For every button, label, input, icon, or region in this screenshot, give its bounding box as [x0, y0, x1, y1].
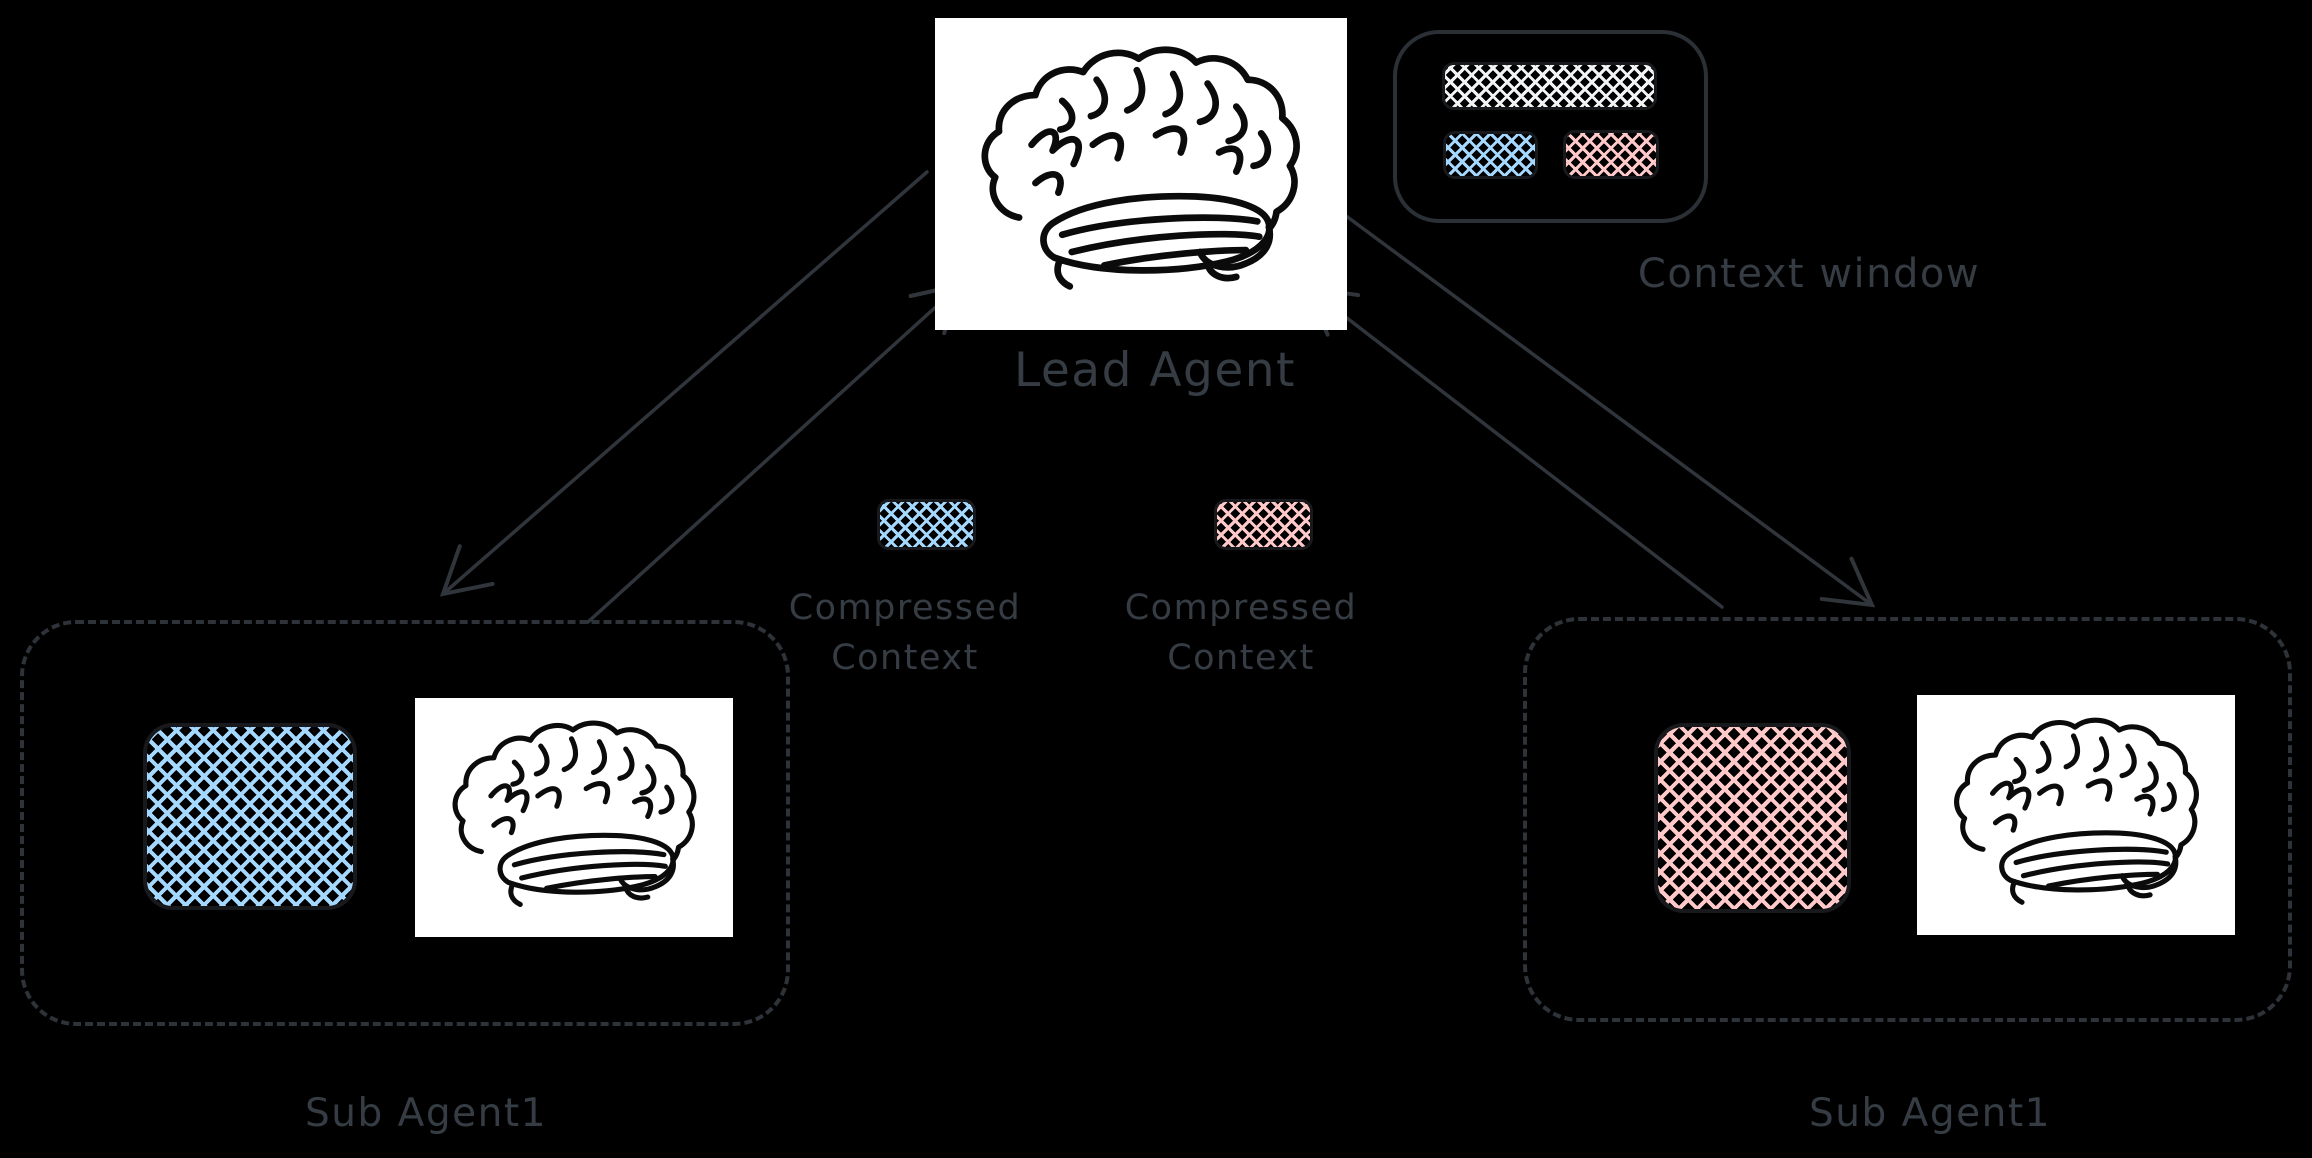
sub-agent-right-label: Sub Agent1: [1809, 1091, 2051, 1136]
arrow-subagent-right-to-lead: [1304, 285, 1724, 609]
compressed-context-pink-label: Compressed Context: [1124, 588, 1358, 678]
arrow-lead-to-subagent-left: [439, 170, 929, 597]
lead-agent-label: Lead Agent: [1014, 343, 1296, 398]
lead-agent-card: [935, 18, 1347, 330]
brain-icon: [1927, 705, 2226, 926]
arrow-subagent-left-to-lead: [586, 282, 964, 624]
brain-icon: [947, 30, 1334, 317]
blue-context-chunk: [1443, 131, 1538, 179]
pink-context-chunk: [1563, 130, 1659, 179]
compressed-context-pink-chip: [1214, 499, 1313, 550]
compressed-context-blue-chip: [877, 499, 976, 550]
sub-agent-right-card: [1917, 695, 2235, 935]
context-window-box: [1393, 30, 1708, 223]
compressed-context-blue-label: Compressed Context: [788, 588, 1022, 678]
sub-agent-left-context-square: [143, 723, 357, 910]
context-window-label: Context window: [1637, 251, 1981, 297]
full-context-bar: [1442, 62, 1657, 110]
brain-icon: [425, 708, 724, 928]
sub-agent-left-label: Sub Agent1: [305, 1091, 547, 1136]
sub-agent-left-card: [415, 698, 733, 937]
sub-agent-right-box: [1523, 617, 2292, 1022]
sub-agent-right-context-square: [1654, 723, 1851, 913]
sub-agent-left-box: [20, 620, 790, 1026]
